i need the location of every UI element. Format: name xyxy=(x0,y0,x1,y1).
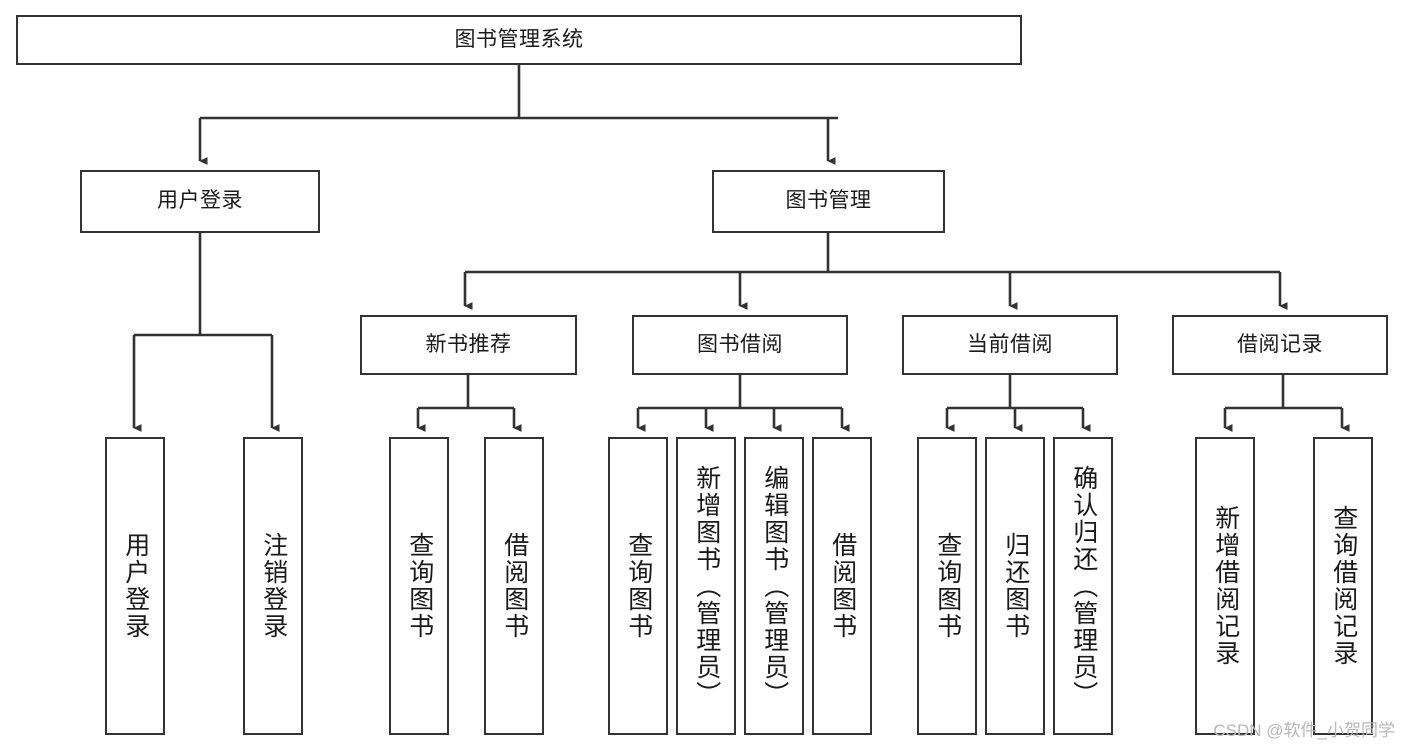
leaf-logout[interactable]: 注销登录 xyxy=(243,437,303,735)
leaf-borrow-book-label: 借阅图书 xyxy=(828,532,857,640)
node-user-login-label: 用户登录 xyxy=(157,189,243,213)
leaf-borrow-book[interactable]: 借阅图书 xyxy=(812,437,872,735)
leaf-query-borrow-record-label: 查询借阅记录 xyxy=(1329,505,1358,667)
leaf-confirm-return-admin-label: 确认归还（管理员） xyxy=(1069,464,1098,708)
leaf-borrow-book-recommend[interactable]: 借阅图书 xyxy=(484,437,544,735)
leaf-add-borrow-record[interactable]: 新增借阅记录 xyxy=(1195,437,1255,735)
leaf-query-book-current-label: 查询图书 xyxy=(933,532,962,640)
node-borrow-record[interactable]: 借阅记录 xyxy=(1172,315,1388,375)
leaf-query-book-borrow-label: 查询图书 xyxy=(624,532,653,640)
node-current-borrow-label: 当前借阅 xyxy=(967,332,1053,356)
leaf-user-login-label: 用户登录 xyxy=(121,532,150,640)
node-book-management-label: 图书管理 xyxy=(785,189,872,213)
node-book-management[interactable]: 图书管理 xyxy=(712,170,945,233)
leaf-add-borrow-record-label: 新增借阅记录 xyxy=(1211,505,1240,667)
leaf-borrow-book-recommend-label: 借阅图书 xyxy=(500,532,529,640)
node-user-login[interactable]: 用户登录 xyxy=(80,170,320,233)
node-new-book-recommend-label: 新书推荐 xyxy=(425,332,512,356)
leaf-user-login[interactable]: 用户登录 xyxy=(105,437,165,735)
leaf-confirm-return-admin[interactable]: 确认归还（管理员） xyxy=(1053,437,1113,735)
leaf-query-book-recommend[interactable]: 查询图书 xyxy=(389,437,449,735)
leaf-query-book-current[interactable]: 查询图书 xyxy=(917,437,977,735)
node-book-borrow[interactable]: 图书借阅 xyxy=(632,315,848,375)
node-new-book-recommend[interactable]: 新书推荐 xyxy=(360,315,577,375)
leaf-return-book-label: 归还图书 xyxy=(1001,532,1030,640)
node-root[interactable]: 图书管理系统 xyxy=(16,15,1022,65)
leaf-add-book-admin[interactable]: 新增图书（管理员） xyxy=(676,437,736,735)
leaf-query-borrow-record[interactable]: 查询借阅记录 xyxy=(1313,437,1373,735)
leaf-query-book-borrow[interactable]: 查询图书 xyxy=(608,437,668,735)
node-book-borrow-label: 图书借阅 xyxy=(697,332,783,356)
leaf-edit-book-admin[interactable]: 编辑图书（管理员） xyxy=(744,437,804,735)
leaf-query-book-recommend-label: 查询图书 xyxy=(405,532,434,640)
node-borrow-record-label: 借阅记录 xyxy=(1237,332,1323,356)
leaf-return-book[interactable]: 归还图书 xyxy=(985,437,1045,735)
leaf-logout-label: 注销登录 xyxy=(259,532,288,640)
node-root-label: 图书管理系统 xyxy=(454,27,584,51)
leaf-edit-book-admin-label: 编辑图书（管理员） xyxy=(760,464,789,708)
leaf-add-book-admin-label: 新增图书（管理员） xyxy=(692,464,721,708)
node-current-borrow[interactable]: 当前借阅 xyxy=(902,315,1118,375)
